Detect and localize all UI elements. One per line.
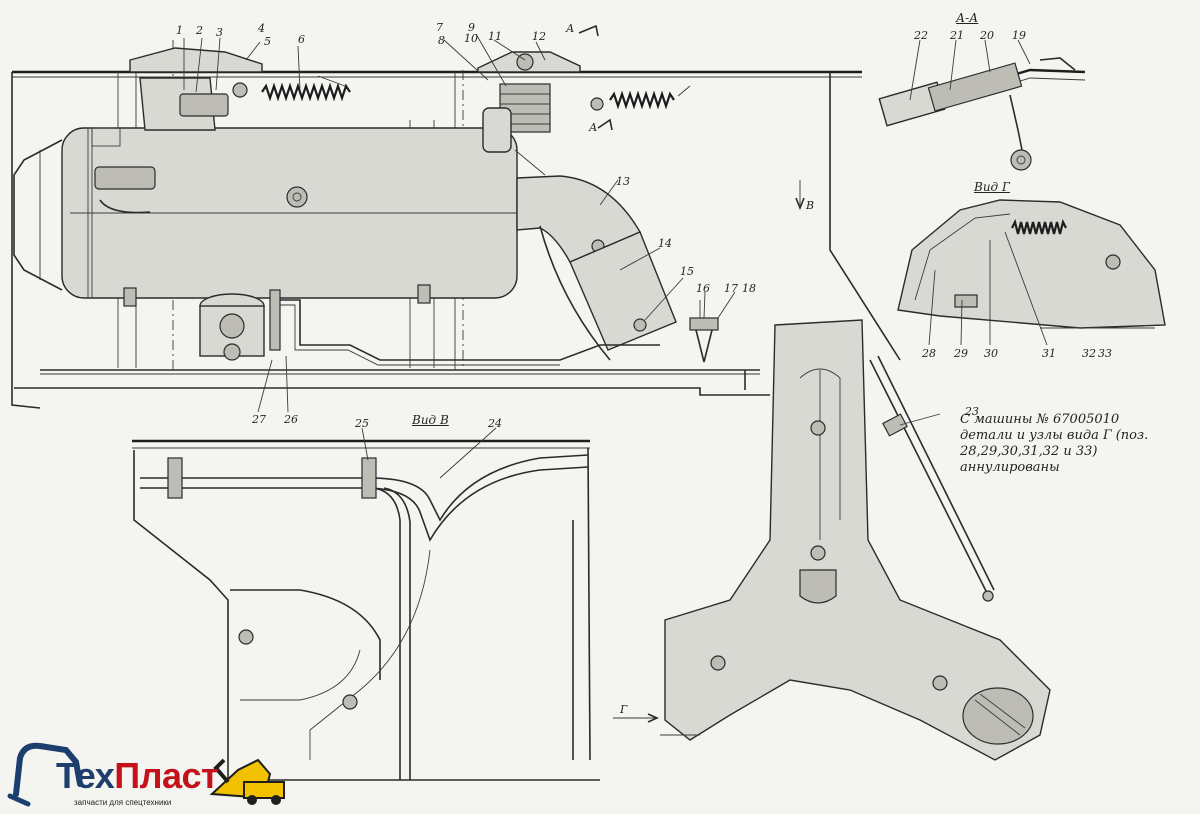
section-marker-a-top: А [566, 22, 575, 35]
section-a-a-label: А-А [956, 11, 979, 25]
excavator-icon [7, 742, 285, 807]
callout-10: 10 [464, 32, 478, 45]
callout-3: 3 [216, 26, 223, 39]
callout-13: 13 [616, 175, 630, 188]
logo-name-part1: Тех [56, 755, 115, 796]
view-b-title: Вид В [412, 413, 449, 427]
callout-20: 20 [980, 29, 994, 42]
view-g-title: Вид Г [974, 180, 1010, 194]
leader-lines [183, 33, 1048, 479]
callout-18: 18 [742, 282, 756, 295]
callout-2: 2 [196, 24, 203, 37]
callout-7: 7 [436, 21, 443, 34]
callout-1: 1 [176, 24, 183, 37]
callout-16: 16 [696, 282, 710, 295]
view-b-marker: В [806, 199, 815, 212]
callout-32: 32 [1082, 347, 1096, 360]
cancellation-note: С машины № 67005010 детали и узлы вида Г… [960, 412, 1149, 475]
logo-wordmark: ТехПласт [56, 755, 219, 796]
callout-15: 15 [680, 265, 694, 278]
company-logo: ТехПласт запчасти для спецтехники [6, 738, 302, 808]
callout-22: 22 [914, 29, 928, 42]
section-a-a-view [878, 57, 1086, 171]
callout-19: 19 [1012, 29, 1026, 42]
callout-17: 17 [724, 282, 738, 295]
callout-30: 30 [984, 347, 998, 360]
callout-9: 9 [468, 21, 475, 34]
callout-4: 4 [258, 22, 265, 35]
callout-27: 27 [252, 413, 266, 426]
logo-name-part2: Пласт [114, 755, 219, 796]
callout-26: 26 [284, 413, 298, 426]
callout-12: 12 [532, 30, 546, 43]
callout-29: 29 [954, 347, 968, 360]
callout-31: 31 [1042, 347, 1056, 360]
view-g [897, 199, 1166, 329]
y-duct-view [660, 319, 1051, 761]
callout-8: 8 [438, 34, 445, 47]
callout-28: 28 [922, 347, 936, 360]
callout-6: 6 [298, 33, 305, 46]
main-elevation-view [11, 40, 901, 409]
callout-24: 24 [488, 417, 502, 430]
callout-14: 14 [658, 237, 672, 250]
callout-21: 21 [950, 29, 964, 42]
callout-33: 33 [1098, 347, 1112, 360]
view-b [132, 439, 600, 781]
logo-tagline: запчасти для спецтехники [74, 798, 172, 807]
callout-23: 23 [965, 405, 979, 418]
callout-5: 5 [264, 35, 271, 48]
callout-11: 11 [488, 30, 502, 43]
callout-25: 25 [355, 417, 369, 430]
view-g-marker: Г [620, 703, 628, 716]
section-marker-a-bottom: А [589, 121, 598, 134]
